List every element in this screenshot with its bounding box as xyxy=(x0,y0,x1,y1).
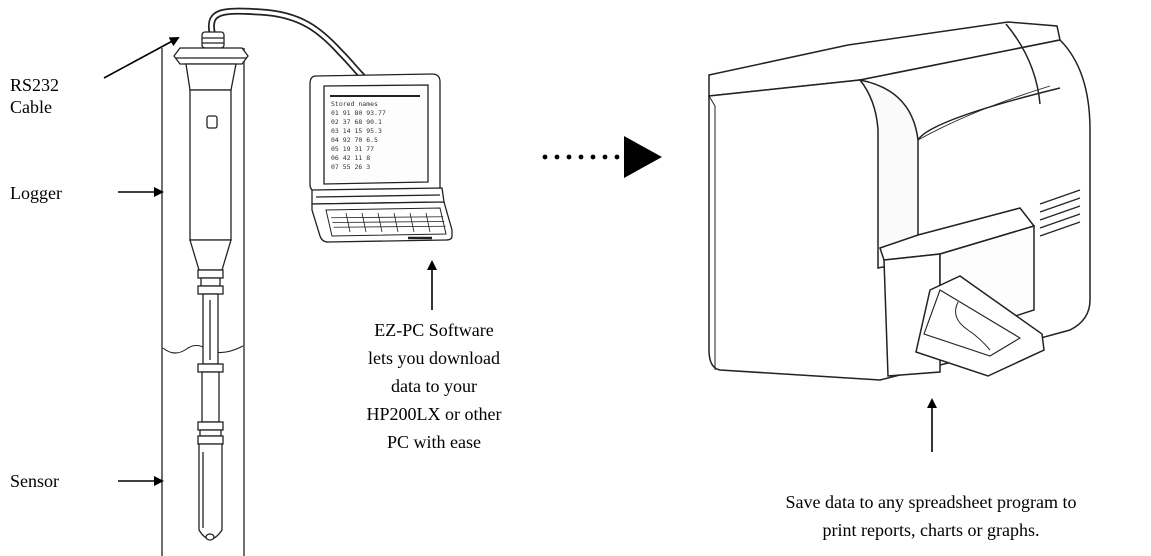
well-casing xyxy=(161,48,245,556)
logger-label: Logger xyxy=(10,183,62,203)
screen-text-line: 06 42 11 8 xyxy=(331,154,370,162)
printer xyxy=(708,21,1091,381)
printer-caption: Save data to any spreadsheet program to … xyxy=(716,488,1146,544)
software-caption: EZ-PC Software lets you download data to… xyxy=(336,316,532,456)
logger-probe xyxy=(173,31,249,541)
software-caption-line: data to your xyxy=(391,376,477,396)
transfer-dotted-arrow xyxy=(542,136,662,178)
printer-caption-line: print reports, charts or graphs. xyxy=(822,520,1040,540)
sensor-label: Sensor xyxy=(10,471,59,491)
screen-text-line: Stored names xyxy=(331,100,378,108)
rs232-cable-label: RS232 Cable xyxy=(10,74,59,118)
screen-text-line: 07 55 26 3 xyxy=(331,163,370,171)
screen-text-line: 05 19 31 77 xyxy=(331,145,374,153)
screen-text-line: 02 37 68 90.1 xyxy=(331,118,382,126)
software-caption-line: PC with ease xyxy=(387,432,481,452)
screen-text-line: 03 14 15 95.3 xyxy=(331,127,382,135)
rs232-label-line2: Cable xyxy=(10,97,52,117)
diagram-arrows xyxy=(103,37,937,486)
screen-text-line: 01 91 80 93.77 xyxy=(331,109,386,117)
rs232-pointer-arrow xyxy=(103,37,180,79)
software-caption-line: lets you download xyxy=(368,348,500,368)
printer-caption-line: Save data to any spreadsheet program to xyxy=(785,492,1077,512)
palmtop-keyboard-grid xyxy=(331,212,446,233)
software-caption-line: EZ-PC Software xyxy=(374,320,494,340)
screen-text-line: 04 92 70 6.5 xyxy=(331,136,378,144)
rs232-label-line1: RS232 xyxy=(10,75,60,95)
software-caption-line: HP200LX or other xyxy=(366,404,502,424)
palmtop-computer xyxy=(309,73,453,243)
